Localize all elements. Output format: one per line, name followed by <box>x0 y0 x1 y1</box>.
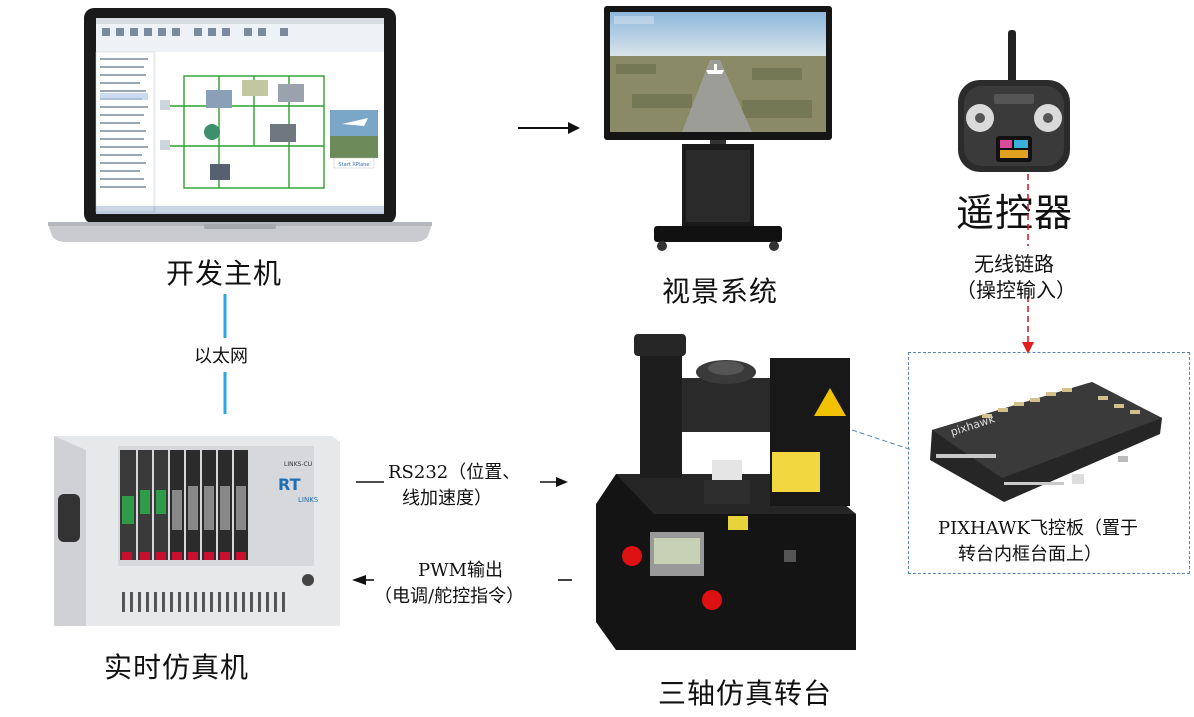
wireless-link-label-2: （操控输入） <box>956 278 1076 302</box>
wireless-link-label-1: 无线链路 <box>974 252 1054 276</box>
rs232-arrow <box>354 472 570 492</box>
remote-controller <box>944 28 1080 180</box>
pixhawk-board: pixhawk <box>922 374 1168 510</box>
remote-controller-label: 遥控器 <box>956 191 1074 235</box>
realtime-simulator: RT LINKS LINKS-CU <box>46 430 342 632</box>
svg-text:RT: RT <box>278 475 301 494</box>
dev-host-label: 开发主机 <box>166 257 283 290</box>
arrow-host-to-visual <box>516 118 582 138</box>
pixhawk-label-1: PIXHAWK飞控板（置于 <box>938 518 1138 539</box>
dev-host-laptop: Start XPlane <box>44 6 436 246</box>
rs232-label-1: RS232（位置、 <box>388 462 521 483</box>
pixhawk-label-2: 转台内框台面上） <box>958 544 1102 565</box>
svg-text:LINKS: LINKS <box>298 496 319 504</box>
pwm-label-2: （电调/舵控指令） <box>374 586 525 607</box>
realtime-simulator-label: 实时仿真机 <box>104 651 250 684</box>
svg-text:Start XPlane: Start XPlane <box>339 162 370 168</box>
wireless-link-line <box>1018 170 1038 360</box>
ethernet-link-label: 以太网 <box>194 346 248 367</box>
pixhawk-callout-line <box>850 418 914 452</box>
turntable-label: 三轴仿真转台 <box>658 677 833 710</box>
pwm-label-1: PWM输出 <box>418 560 504 581</box>
pwm-arrow <box>346 570 576 590</box>
visual-system-display <box>602 4 838 256</box>
ethernet-link-line <box>220 292 230 416</box>
svg-text:LINKS-CU: LINKS-CU <box>284 461 312 468</box>
rs232-label-2: 线加速度） <box>402 488 492 509</box>
three-axis-turntable <box>594 332 870 668</box>
pixhawk-box <box>908 352 1190 574</box>
visual-system-label: 视景系统 <box>662 275 779 308</box>
